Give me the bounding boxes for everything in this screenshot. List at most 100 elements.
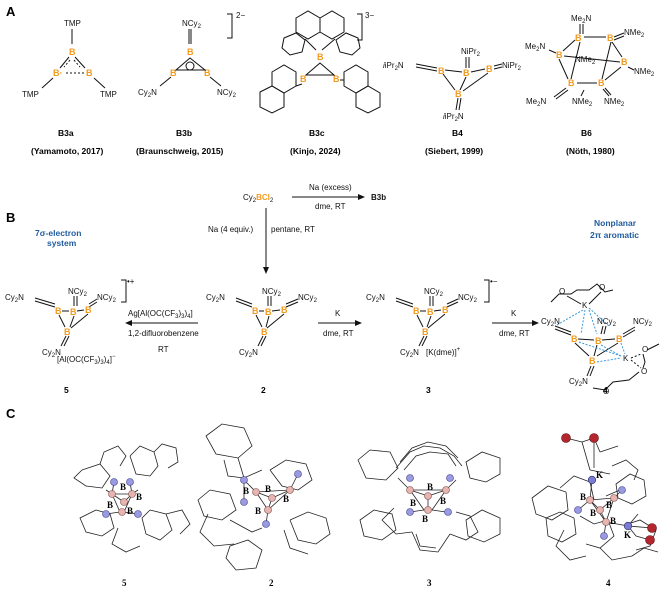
svg-text:K: K	[623, 354, 629, 363]
panel-label-c: C	[6, 406, 16, 421]
compound-4: O O K Cy2N NCy2 NCy2 B B B B K O O	[541, 283, 660, 396]
arrow-right-1-reagent: K	[335, 309, 341, 318]
b4-boron-2: B	[463, 68, 470, 78]
b3b-ncy2-right: NCy2	[217, 88, 237, 99]
b3c-ref: (Kinjo, 2024)	[290, 146, 341, 156]
b3b-boron-right: B	[204, 68, 211, 78]
panel-label-a: A	[6, 4, 16, 19]
svg-text:B: B	[413, 306, 420, 316]
arrow-top-product: B3b	[371, 193, 386, 202]
svg-text:Cy2N: Cy2N	[541, 317, 560, 328]
svg-text:B: B	[265, 307, 272, 317]
svg-text:B: B	[265, 484, 271, 494]
b6-boron-1: B	[575, 33, 582, 43]
svg-text:NCy2: NCy2	[424, 287, 444, 298]
b6-me2n-top: Me2N	[571, 14, 591, 25]
svg-text:Cy2N: Cy2N	[206, 293, 225, 304]
svg-text:B: B	[85, 305, 92, 315]
label-b-4: 4	[603, 385, 608, 395]
svg-text:B: B	[410, 498, 416, 508]
b3c-boron-right: B	[333, 74, 340, 84]
svg-text:B: B	[427, 307, 434, 317]
compound-5: Cy2N NCy2 NCy2 B B B B Cy2N •+	[5, 277, 135, 359]
structure-b3b: NCy2 B B B Cy2N NCy2 2− B3b (Braunschwei…	[136, 11, 245, 156]
svg-text:NCy2: NCy2	[633, 317, 653, 328]
counterion-5: [Al(OC(CF3)3)4]−	[57, 354, 116, 366]
b6-me2n-bl: Me2N	[526, 97, 546, 108]
b3c-boron-left: B	[300, 74, 307, 84]
b4-boron-1: B	[438, 66, 445, 76]
svg-text:NCy2: NCy2	[97, 293, 117, 304]
crystal-structure-3: B B B B	[357, 441, 501, 553]
svg-text:B: B	[243, 486, 249, 496]
svg-text:NCy2: NCy2	[262, 287, 282, 298]
svg-text:Cy2N: Cy2N	[239, 348, 258, 359]
svg-text:K: K	[624, 530, 631, 540]
arrow-down-solvent: pentane, RT	[271, 225, 315, 234]
svg-text:B: B	[255, 506, 261, 516]
svg-text:B: B	[590, 508, 596, 518]
svg-text:K: K	[596, 470, 603, 480]
b6-boron-3: B	[556, 50, 563, 60]
svg-text:Cy2N: Cy2N	[569, 377, 588, 388]
note-5-line1: 7σ-electron	[35, 228, 81, 238]
svg-text:•+: •+	[127, 277, 135, 286]
svg-text:B: B	[427, 482, 433, 492]
b3a-boron-left: B·	[53, 68, 63, 78]
crystal-structure-5: B B B B	[73, 443, 191, 553]
b6-boron-6: B	[598, 78, 605, 88]
compound-3: Cy2N NCy2 NCy2 B B B B Cy2N •−	[366, 277, 498, 359]
b3b-cy2n-left: Cy2N	[138, 88, 157, 99]
b6-boron-4: B	[621, 57, 628, 67]
svg-text:B: B	[261, 327, 268, 337]
b4-name: B4	[452, 128, 463, 138]
svg-text:O: O	[642, 345, 648, 354]
b3b-charge: 2−	[236, 11, 245, 20]
b3a-tmp-right: TMP	[100, 90, 117, 99]
label-c-3: 3	[427, 578, 432, 588]
svg-text:O: O	[641, 367, 647, 376]
structure-b3a: TMP B B· B TMP TMP B3a (Yamamoto, 2017)	[22, 19, 117, 156]
arrow-left-solvent: 1,2-difluorobenzene	[128, 329, 199, 338]
crystal-structure-2: B B B B	[197, 423, 331, 571]
svg-text:B: B	[55, 306, 62, 316]
svg-text:B: B	[422, 514, 428, 524]
b3a-ref: (Yamamoto, 2017)	[31, 146, 103, 156]
svg-text:NCy2: NCy2	[597, 317, 617, 328]
b3a-tmp-left: TMP	[22, 90, 39, 99]
svg-text:Cy2N: Cy2N	[400, 348, 419, 359]
b3c-charge: 3−	[365, 11, 374, 20]
start-material: Cy2BCl2	[243, 193, 274, 204]
b6-boron-2: B	[607, 33, 614, 43]
b6-name: B6	[581, 128, 592, 138]
b6-nme2-r: NMe2	[634, 67, 655, 78]
svg-text:B: B	[422, 327, 429, 337]
arrow-down-reagent: Na (4 equiv.)	[208, 225, 254, 234]
svg-text:Cy2N: Cy2N	[42, 348, 61, 359]
b6-ref: (Nöth, 1980)	[566, 146, 615, 156]
b3b-boron-top: B	[187, 47, 194, 57]
structure-b4: iiPr2N NiPr2 NiPr2 B B B B iiPr2N B4 (Si…	[383, 47, 522, 156]
b3b-ref: (Braunschweig, 2015)	[136, 146, 224, 156]
svg-text:B: B	[64, 327, 71, 337]
svg-text:B: B	[571, 334, 578, 344]
svg-text:B: B	[70, 307, 77, 317]
svg-text:B: B	[127, 506, 133, 516]
counterion-3: [K(dme)]+	[426, 347, 461, 357]
b4-nipr2-right: NiPr2	[502, 61, 522, 72]
b3c-name: B3c	[309, 128, 325, 138]
b3b-name: B3b	[176, 128, 192, 138]
crystal-structure-4: K B B B B K	[531, 433, 659, 561]
svg-text:O: O	[559, 287, 565, 296]
b4-boron-3: B	[486, 64, 493, 74]
label-c-5: 5	[122, 578, 127, 588]
b4-ref: (Siebert, 1999)	[425, 146, 483, 156]
svg-text:Cy2N: Cy2N	[366, 293, 385, 304]
svg-text:B: B	[120, 482, 126, 492]
b6-nme2-tr: NMe2	[624, 28, 645, 39]
arrow-top-solvent: dme, RT	[315, 202, 346, 211]
arrow-left-temp: RT	[158, 345, 169, 354]
arrow-right-2-solvent: dme, RT	[499, 329, 530, 338]
note-5-line2: system	[47, 238, 77, 248]
svg-text:B: B	[595, 336, 602, 346]
